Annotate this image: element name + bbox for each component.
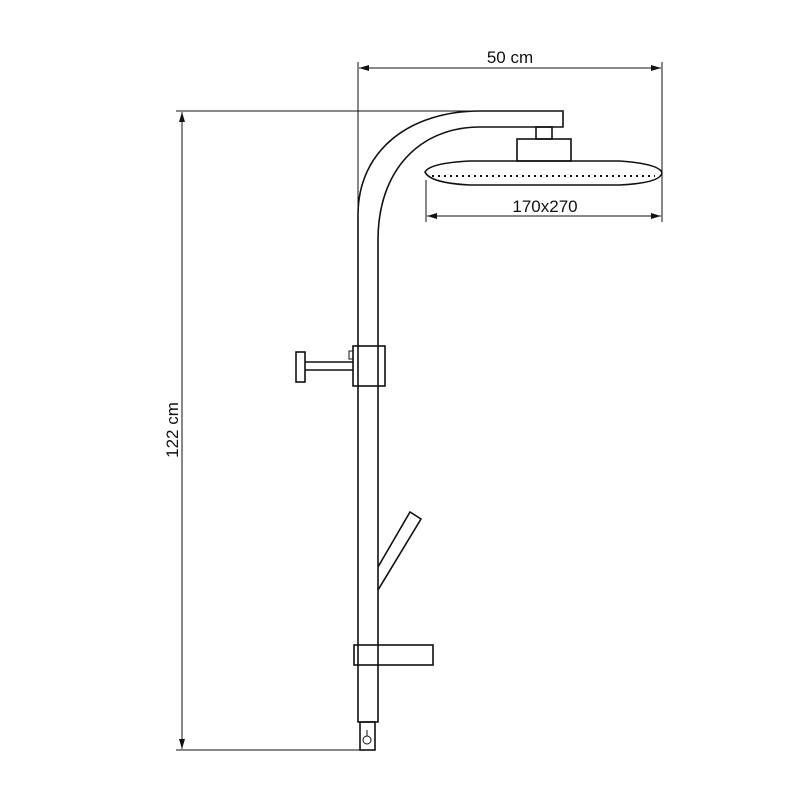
height-label: 122 cm [163,402,182,458]
shower-pole [357,110,564,751]
head-size-label: 170x270 [512,197,577,216]
hand-shower [377,510,423,591]
soap-shelf [353,644,434,666]
width-dimension: 50 cm [357,48,663,222]
shower-head [424,126,663,186]
height-dimension: 122 cm [163,110,480,751]
bottom-bracket [359,721,376,751]
head-dimension: 170x270 [425,180,661,222]
width-label: 50 cm [487,48,533,67]
mixer-valve [295,345,386,387]
mixer-handle [295,351,306,383]
